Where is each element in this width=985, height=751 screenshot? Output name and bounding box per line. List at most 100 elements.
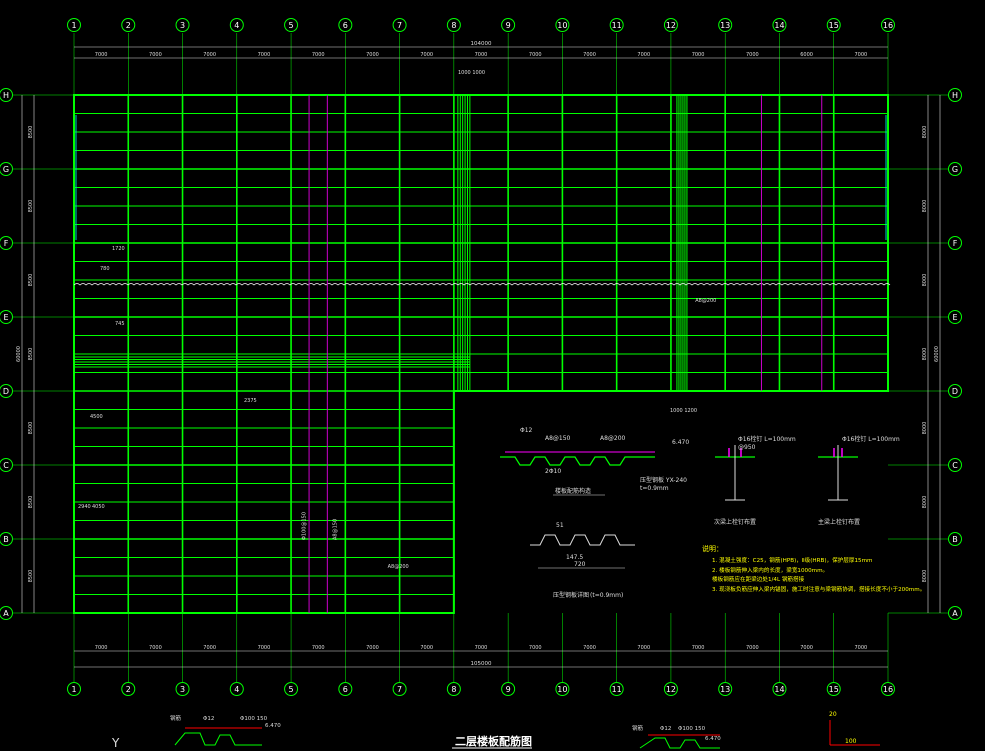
axis-label: G xyxy=(3,165,9,174)
axis-label: A xyxy=(952,609,958,618)
axis-marker-C-right: C xyxy=(888,458,962,472)
stud-joint-details: Φ16栓钉 L=100mm @950 次梁上栓钉布置 Φ16栓钉 L=100mm… xyxy=(714,435,900,526)
misc-dimension: 2940 xyxy=(78,504,91,510)
axis-label: G xyxy=(952,165,958,174)
axis-marker-4-top: 4 xyxy=(229,18,244,95)
span-dimension: 7000 xyxy=(746,52,759,58)
deck-profile-detail: 720 147.5 51 压型钢板详图 (t=0.9mm) xyxy=(530,522,635,599)
axis-marker-E-left: E xyxy=(0,310,74,324)
deck-wave-line xyxy=(530,534,635,546)
axis-label: 9 xyxy=(506,685,511,694)
axis-marker-G-left: G xyxy=(0,162,74,176)
bottom-mid-small: 钢筋 xyxy=(632,724,644,732)
axis-marker-11-top: 11 xyxy=(609,18,624,95)
offset-top: 1000 1000 xyxy=(458,70,485,76)
axis-marker-B-left: B xyxy=(0,532,74,546)
side-span-dimension: 8000 xyxy=(922,570,928,583)
axis-label: B xyxy=(952,535,958,544)
overall-dimension: 105000 xyxy=(471,661,492,667)
axis-label: 10 xyxy=(557,21,567,30)
axis-marker-12-bottom: 12 xyxy=(663,613,678,696)
deck-t-text: t=0.9mm xyxy=(640,485,669,492)
side-span-dimension: 8500 xyxy=(28,126,34,139)
span-dimension: 7000 xyxy=(149,52,162,58)
misc-dimension: 1720 xyxy=(112,246,125,252)
notes-line-2: 2. 楼板钢筋伸入梁内的长度，梁宽1000mm。 xyxy=(712,566,828,574)
axis-label: 13 xyxy=(720,685,730,694)
axis-marker-9-bottom: 9 xyxy=(501,613,516,696)
span-dimension: 7000 xyxy=(637,52,650,58)
span-dimension: 7000 xyxy=(95,645,108,651)
span-dimension: 7000 xyxy=(692,52,705,58)
note-2-text: 2Φ10 xyxy=(545,468,561,475)
axis-label: 13 xyxy=(720,21,730,30)
elevation-text: 6.470 xyxy=(672,439,689,446)
axis-label: C xyxy=(3,461,9,470)
span-dimension: 7000 xyxy=(366,645,379,651)
section-1-title: 楼板配筋构造 xyxy=(555,487,591,495)
axis-marker-H-left: H xyxy=(0,88,74,102)
side-span-dimension: 8000 xyxy=(922,200,928,213)
axis-label: H xyxy=(952,91,958,100)
axis-label: 15 xyxy=(829,21,839,30)
axis-marker-3-bottom: 3 xyxy=(175,613,190,696)
bottom-mid-spacing: Φ100 150 xyxy=(678,726,706,732)
stud-spacing-text: @950 xyxy=(738,444,756,451)
drawing-title: 二层楼板配筋图 xyxy=(455,734,532,748)
axis-label: 11 xyxy=(612,21,622,30)
axis-marker-F-right: F xyxy=(888,236,962,250)
misc-dimension: 2375 xyxy=(244,398,257,404)
deck-seam-line xyxy=(73,283,891,286)
span-dimension: 7000 xyxy=(203,52,216,58)
notes-line-1: 1. 混凝土强度：C25，钢筋(HPB)，Ⅱ级(HRB)，保护层厚15mm xyxy=(712,556,873,564)
dimension-lines: 7000 7000 7000 7000 7000 7000 7000 7000 7000 7000… xyxy=(16,41,941,668)
axis-label: 8 xyxy=(451,685,456,694)
axis-label: 10 xyxy=(557,685,567,694)
axis-label: 5 xyxy=(289,685,294,694)
dim-720-text: 720 xyxy=(574,561,586,568)
axis-label: 1 xyxy=(71,685,76,694)
callout-a-text: Φ12 xyxy=(520,427,533,434)
span-dimension: 7000 xyxy=(854,645,867,651)
side-span-dimension: 8000 xyxy=(922,422,928,435)
axis-marker-E-right: E xyxy=(888,310,962,324)
side-span-dimension: 8500 xyxy=(28,496,34,509)
span-dimension: 7000 xyxy=(529,645,542,651)
dense-rebar-band-1 xyxy=(457,95,471,391)
axis-label: 12 xyxy=(666,21,676,30)
side-span-dimension: 8000 xyxy=(922,274,928,287)
axis-label: 2 xyxy=(126,685,131,694)
axis-marker-D-right: D xyxy=(888,384,962,398)
span-dimension: 7000 xyxy=(420,52,433,58)
axis-marker-G-right: G xyxy=(888,162,962,176)
axis-label: 2 xyxy=(126,21,131,30)
side-span-dimension: 8500 xyxy=(28,200,34,213)
axis-label: F xyxy=(4,239,9,248)
axis-label: 3 xyxy=(180,685,185,694)
span-dimension: 7000 xyxy=(583,645,596,651)
misc-dimension: 745 xyxy=(115,321,125,327)
side-span-dimension: 8000 xyxy=(922,496,928,509)
axis-label: F xyxy=(953,239,958,248)
axis-label: B xyxy=(3,535,9,544)
axis-marker-1-top: 1 xyxy=(67,18,81,95)
axis-marker-8-top: 8 xyxy=(446,18,461,95)
side-span-dimension: 8000 xyxy=(922,348,928,361)
slab-section-detail: Φ12 A8@150 A8@200 2Φ10 压型钢板 YX-240 t=0.9… xyxy=(500,427,689,496)
overall-dimension: 104000 xyxy=(471,41,492,47)
axis-label: 11 xyxy=(612,685,622,694)
axis-label: D xyxy=(952,387,958,396)
axis-label: 1 xyxy=(71,21,76,30)
span-dimension: 7000 xyxy=(583,52,596,58)
axis-label: H xyxy=(3,91,9,100)
stud-2-text: Φ16栓钉 L=100mm xyxy=(842,435,900,443)
field-annotation: A8@150 xyxy=(332,519,338,540)
axis-marker-3-top: 3 xyxy=(175,18,190,95)
span-dimension: 7000 xyxy=(746,645,759,651)
axis-label: 4 xyxy=(234,21,239,30)
misc-dimension: 4050 xyxy=(92,504,105,510)
dense-rebar-band-horizontal xyxy=(74,356,470,368)
